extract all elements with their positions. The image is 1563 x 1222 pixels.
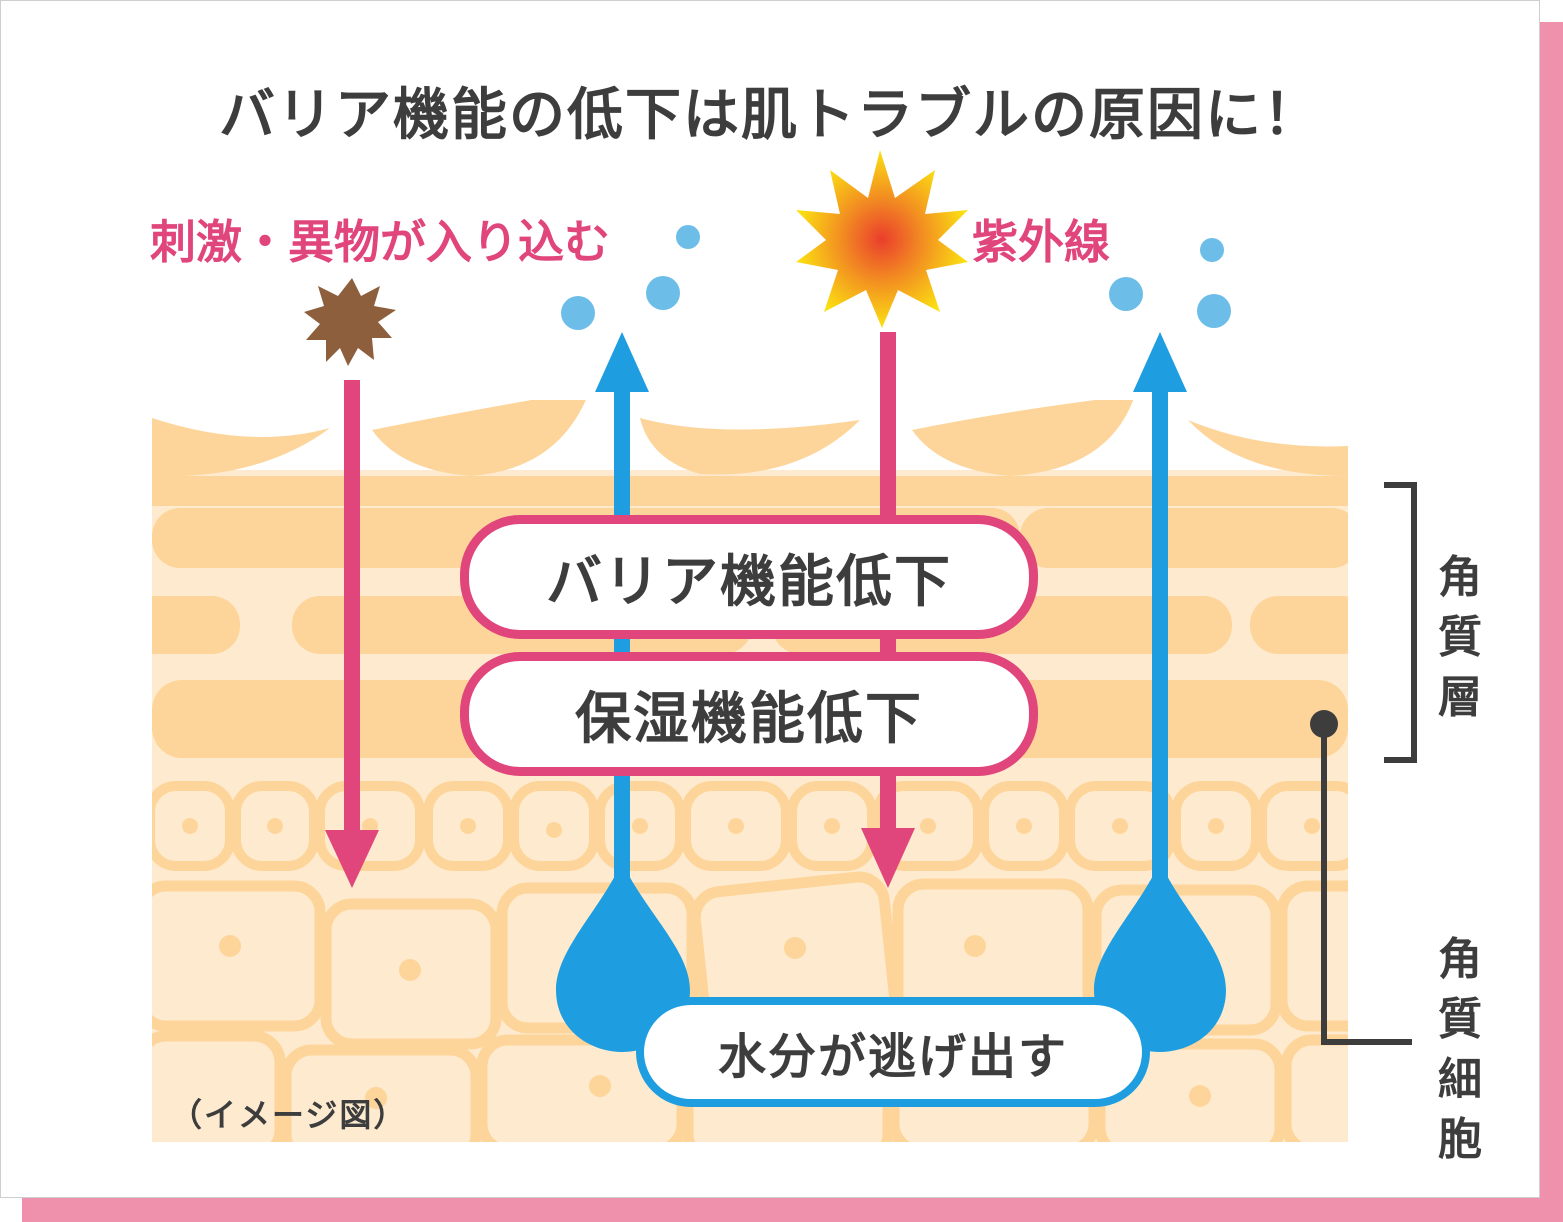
large-water-drop-right	[1094, 862, 1226, 1052]
top-scales	[152, 400, 1348, 477]
water-droplet-icon	[1200, 238, 1224, 262]
image-note: （イメージ図）	[170, 1096, 408, 1134]
stimulus-label: 刺激・異物が入り込む	[150, 215, 610, 269]
moisture-down-label: 保湿機能低下	[575, 686, 923, 752]
stratum-corneum-text: 角 質 層	[1438, 552, 1482, 723]
corneocyte-label: 角 質 細 胞	[1430, 930, 1490, 1170]
water-droplet-icon	[1109, 277, 1143, 311]
moisture-down-pill: 保湿機能低下	[460, 652, 1038, 776]
water-droplet-icon	[1197, 294, 1231, 328]
granular-nuclei	[182, 818, 1320, 838]
barrier-down-label: バリア機能低下	[546, 549, 952, 615]
barrier-down-pill: バリア機能低下	[460, 515, 1038, 639]
stratum-corneum-label: 角 質 層	[1430, 548, 1490, 728]
water-escape-pill: 水分が逃げ出す	[636, 997, 1150, 1107]
uv-label: 紫外線	[972, 215, 1110, 269]
corneocyte-pointer	[1310, 710, 1412, 1045]
water-droplet-icons	[561, 225, 1231, 330]
water-droplet-icon	[561, 296, 595, 330]
water-escape-label: 水分が逃げ出す	[717, 1029, 1068, 1085]
allergen-icon	[304, 278, 396, 366]
page-title: バリア機能の低下は肌トラブルの原因に！	[219, 83, 1321, 148]
water-droplet-icon	[676, 225, 700, 249]
large-water-drop-left	[556, 862, 690, 1052]
sun-icon	[796, 150, 968, 328]
moisture-arrow-right	[1133, 332, 1187, 886]
corneocyte-text: 角 質 細 胞	[1438, 934, 1482, 1165]
granular-cells	[152, 781, 1348, 871]
stratum-corneum-bracket	[1384, 482, 1417, 763]
stimulus-arrow	[325, 380, 379, 888]
water-droplet-icon	[646, 276, 680, 310]
